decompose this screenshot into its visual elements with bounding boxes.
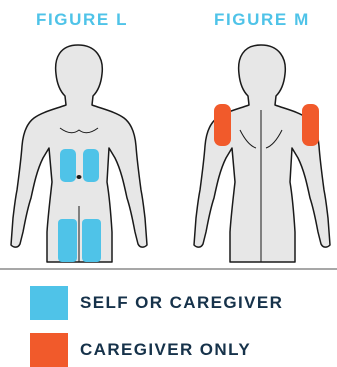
legend-self-label: SELF OR CAREGIVER (80, 293, 283, 313)
legend-caregiver-only: CAREGIVER ONLY (30, 333, 251, 367)
body-figures (0, 0, 337, 280)
upper-arm-left-site (214, 104, 231, 146)
upper-arm-right-site (302, 104, 319, 146)
thigh-right-site (82, 219, 101, 262)
legend-swatch-orange (30, 333, 68, 367)
navel-mark (77, 175, 82, 179)
abdomen-left-site (60, 149, 76, 182)
legend-self-or-caregiver: SELF OR CAREGIVER (30, 286, 283, 320)
legend-swatch-blue (30, 286, 68, 320)
back-body-silhouette (194, 45, 330, 262)
back-body-figure (194, 45, 330, 262)
front-body-figure (11, 45, 147, 262)
abdomen-right-site (83, 149, 99, 182)
thigh-left-site (58, 219, 77, 262)
legend-caregiver-label: CAREGIVER ONLY (80, 340, 251, 360)
